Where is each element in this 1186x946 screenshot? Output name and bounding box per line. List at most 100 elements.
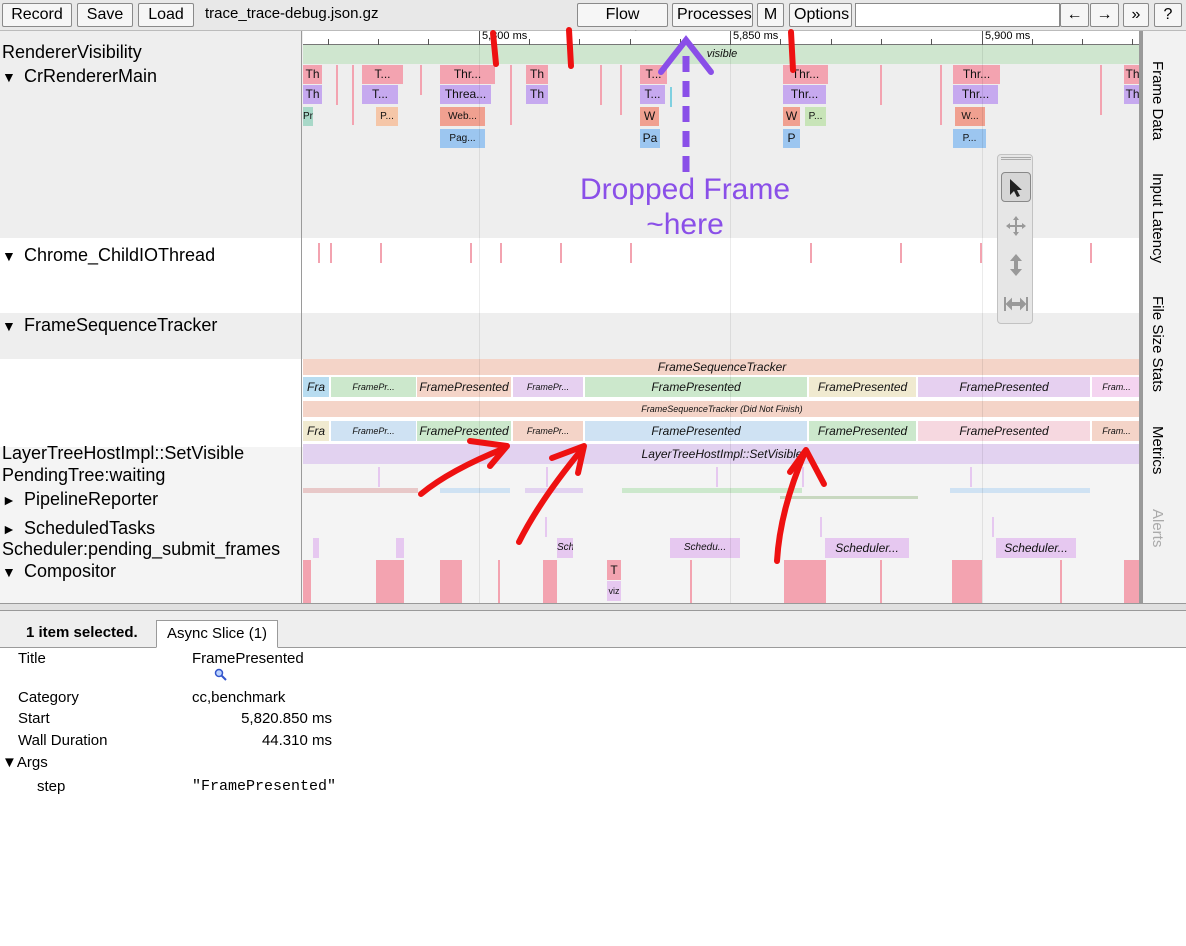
expand-toggle-icon[interactable]: ▼ (2, 318, 16, 334)
compositor-slice[interactable] (303, 560, 311, 603)
slice-frame-presented[interactable]: Fra (303, 377, 329, 397)
slice-frame-presented[interactable]: FramePr... (331, 377, 416, 397)
slice-main[interactable]: W (640, 107, 659, 126)
slice-main[interactable]: Thr... (783, 65, 828, 84)
slice-main[interactable]: Th (526, 65, 548, 84)
options-button[interactable]: Options (789, 3, 852, 27)
zoom-mode-icon[interactable] (1001, 250, 1031, 280)
slice-fst-dnf-header[interactable]: FrameSequenceTracker (Did Not Finish) (303, 401, 1141, 417)
slice-frame-presented-selected[interactable]: FramePresented (585, 421, 807, 441)
slice-main[interactable]: P... (805, 107, 826, 126)
slice-main[interactable]: W (783, 107, 800, 126)
slice-fst-header[interactable]: FrameSequenceTracker (303, 359, 1141, 375)
slice-main[interactable]: Pa (640, 129, 660, 148)
timeline-tracks[interactable]: RendererVisibility ▼CrRendererMain ▼Chro… (0, 30, 1186, 603)
pipeline-reporter-slice[interactable] (525, 488, 583, 493)
slice-main[interactable]: Th (303, 65, 322, 84)
search-icon[interactable] (214, 668, 228, 686)
mouse-mode-selector[interactable] (997, 154, 1033, 324)
time-ruler[interactable]: 5,800 ms 5,850 ms 5,900 ms (303, 30, 1141, 45)
slice-main[interactable]: Thr... (440, 65, 495, 84)
slice-scheduler[interactable]: Schedu... (670, 538, 740, 558)
pipeline-reporter-slice[interactable] (780, 496, 918, 499)
track-scrollbar[interactable] (1139, 31, 1142, 603)
metadata-button[interactable]: M (757, 3, 784, 27)
slice-main[interactable]: Th (1124, 85, 1141, 104)
slice-main[interactable]: Th (303, 85, 322, 104)
tab-metrics[interactable]: Metrics (1149, 426, 1166, 475)
flow-events-button[interactable]: Flow events (577, 3, 668, 45)
tab-alerts[interactable]: Alerts (1149, 509, 1166, 548)
panel-splitter[interactable] (0, 603, 1186, 611)
slice-main[interactable]: Pag... (440, 129, 485, 148)
expand-toggle-icon[interactable]: ▼ (2, 69, 16, 85)
compositor-slice[interactable]: T (607, 560, 621, 580)
processes-button[interactable]: Processes (672, 3, 753, 27)
slice-frame-presented[interactable]: Fra (303, 421, 329, 441)
track-child-io-thread[interactable]: ▼Chrome_ChildIOThread (2, 245, 215, 266)
track-cr-renderer-main[interactable]: ▼CrRendererMain (2, 66, 157, 87)
compositor-slice[interactable] (1124, 560, 1141, 603)
slice-main[interactable]: Thr... (953, 65, 1000, 84)
track-compositor[interactable]: ▼Compositor (2, 561, 116, 582)
slice-main[interactable]: P... (376, 107, 398, 126)
timing-mode-icon[interactable] (1001, 289, 1031, 319)
slice-main[interactable]: Threa... (440, 85, 491, 104)
slice-set-visible[interactable]: LayerTreeHostImpl::SetVisible (303, 444, 1141, 464)
slice-visible[interactable]: visible (303, 45, 1141, 64)
expand-toggle-icon[interactable]: ► (2, 492, 16, 508)
pipeline-reporter-slice[interactable] (440, 488, 510, 493)
slice-main[interactable]: Web... (440, 107, 485, 126)
slice-scheduler[interactable]: Scheduler... (825, 538, 909, 558)
track-scheduler-pending[interactable]: Scheduler:pending_submit_frames (2, 539, 281, 559)
pipeline-reporter-slice[interactable] (950, 488, 1090, 493)
slice-frame-presented[interactable]: Fram... (1092, 377, 1141, 397)
slice-main[interactable]: Th (1124, 65, 1141, 84)
slice-frame-presented[interactable]: FramePr... (513, 421, 583, 441)
slice-scheduler[interactable]: Sch (557, 538, 573, 558)
drag-handle[interactable] (1001, 157, 1031, 163)
tab-async-slice[interactable]: Async Slice (1) (156, 620, 279, 648)
slice-frame-presented[interactable]: FramePresented (809, 421, 916, 441)
expand-toggle-icon[interactable]: ► (2, 521, 16, 537)
pipeline-reporter-slice[interactable] (622, 488, 802, 493)
slice-frame-presented[interactable]: FramePr... (513, 377, 583, 397)
tab-frame-data[interactable]: Frame Data (1149, 61, 1166, 141)
more-button[interactable]: » (1123, 3, 1149, 27)
track-frame-sequence-tracker[interactable]: ▼FrameSequenceTracker (2, 315, 217, 336)
track-layer-tree-set-visible[interactable]: LayerTreeHostImpl::SetVisible (2, 443, 245, 463)
slice-main[interactable]: W... (955, 107, 985, 126)
compositor-slice[interactable] (784, 560, 826, 603)
slice-main[interactable]: P (783, 129, 800, 148)
track-pending-tree-waiting[interactable]: PendingTree:waiting (2, 465, 166, 485)
track-scheduled-tasks[interactable]: ►ScheduledTasks (2, 518, 155, 539)
slice-main[interactable]: P... (953, 129, 986, 148)
slice-main[interactable]: Thr... (783, 85, 826, 104)
compositor-slice[interactable] (543, 560, 557, 603)
slice-frame-presented[interactable]: FramePresented (918, 421, 1090, 441)
load-button[interactable]: Load (138, 3, 194, 27)
slice-main[interactable]: T... (362, 65, 403, 84)
tab-file-size-stats[interactable]: File Size Stats (1149, 296, 1166, 392)
slice-main[interactable]: Pr (303, 107, 313, 126)
slice-frame-presented[interactable]: FramePresented (417, 421, 511, 441)
save-button[interactable]: Save (77, 3, 133, 27)
detail-args-toggle[interactable]: ▼Args (2, 754, 48, 771)
compositor-slice[interactable] (952, 560, 982, 603)
tab-input-latency[interactable]: Input Latency (1149, 173, 1166, 264)
slice-frame-presented[interactable]: FramePresented (918, 377, 1090, 397)
slice-frame-presented[interactable]: FramePresented (585, 377, 807, 397)
slice-frame-presented[interactable]: FramePresented (417, 377, 511, 397)
compositor-slice[interactable] (440, 560, 462, 603)
compositor-slice[interactable] (376, 560, 404, 603)
slice-frame-presented[interactable]: FramePresented (809, 377, 916, 397)
slice-main[interactable]: T... (640, 65, 667, 84)
slice-main[interactable]: T... (362, 85, 398, 104)
search-input[interactable] (855, 3, 1060, 27)
slice-frame-presented[interactable]: FramePr... (331, 421, 416, 441)
find-prev-button[interactable]: ← (1060, 3, 1089, 27)
slice-main[interactable]: Th (526, 85, 548, 104)
track-renderer-visibility[interactable]: RendererVisibility (2, 42, 142, 62)
slice-scheduler[interactable]: Scheduler... (996, 538, 1076, 558)
pipeline-reporter-slice[interactable] (303, 488, 418, 493)
